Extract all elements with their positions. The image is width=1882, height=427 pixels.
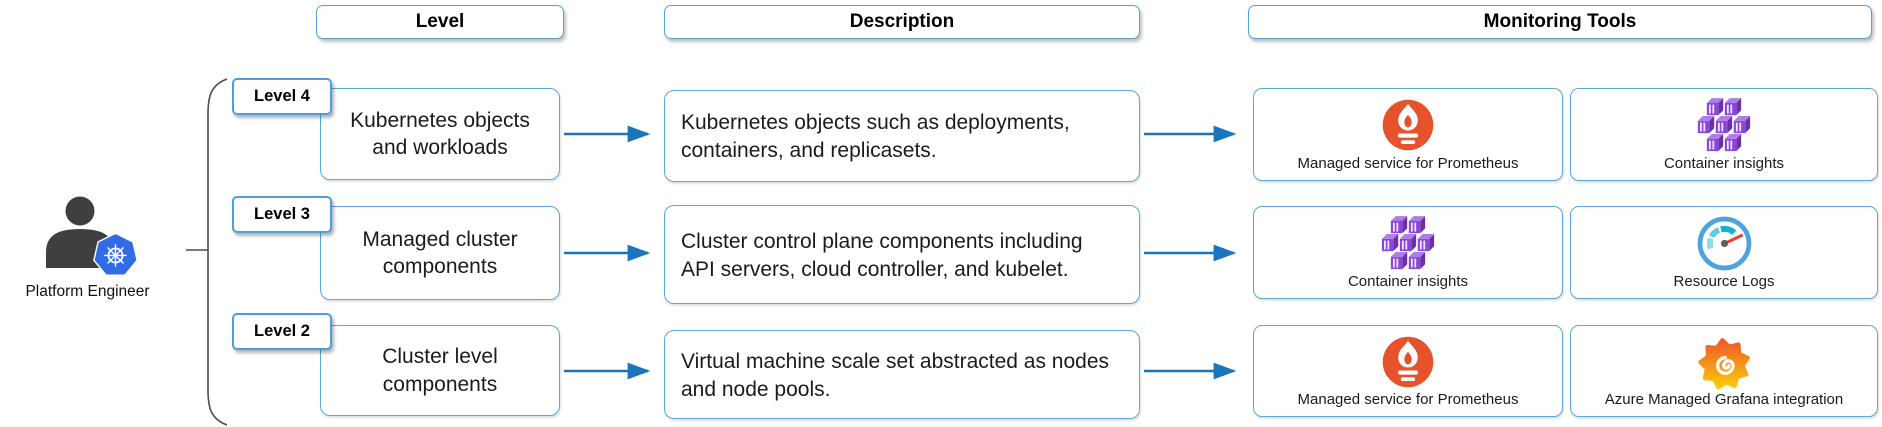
kubernetes-icon [93,232,138,276]
level-4-description-box: Kubernetes objects such as deployments, … [664,90,1140,182]
prometheus-icon [1381,334,1435,390]
tool-label: Managed service for Prometheus [1297,155,1519,172]
actor-label: Platform Engineer [25,283,150,300]
tool-card-prometheus: Managed service for Prometheus [1253,325,1563,417]
grafana-icon [1697,334,1752,390]
level-2-badge: Level 2 [232,313,332,350]
level-3-description-box: Cluster control plane components includi… [664,205,1140,304]
tool-card-container-insights: Container insights [1570,88,1878,181]
container-insights-icon [1377,215,1439,271]
tool-card-grafana: Azure Managed Grafana integration [1570,325,1878,417]
resource-logs-gauge-icon [1697,215,1752,271]
tool-card-prometheus: Managed service for Prometheus [1253,88,1563,181]
level-4-box: Kubernetes objects and workloads [320,88,560,180]
level-2-description-box: Virtual machine scale set abstracted as … [664,330,1140,419]
tool-label: Managed service for Prometheus [1297,391,1519,408]
header-monitoring-tools: Monitoring Tools [1248,5,1872,39]
level-2-box: Cluster level components [320,325,560,416]
arrow-right-icon [564,125,1237,380]
header-level: Level [316,5,564,39]
tool-label: Resource Logs [1673,273,1775,290]
tool-label: Azure Managed Grafana integration [1604,391,1844,408]
tool-label: Container insights [1347,273,1469,290]
prometheus-icon [1381,97,1435,153]
level-3-badge: Level 3 [232,196,332,233]
actor-bracket [186,78,228,426]
tool-card-container-insights: Container insights [1253,206,1563,299]
level-4-badge: Level 4 [232,78,332,115]
tool-card-resource-logs: Resource Logs [1570,206,1878,299]
container-insights-icon [1693,97,1755,153]
tool-label: Container insights [1663,155,1785,172]
header-description: Description [664,5,1140,39]
level-3-box: Managed cluster components [320,206,560,300]
